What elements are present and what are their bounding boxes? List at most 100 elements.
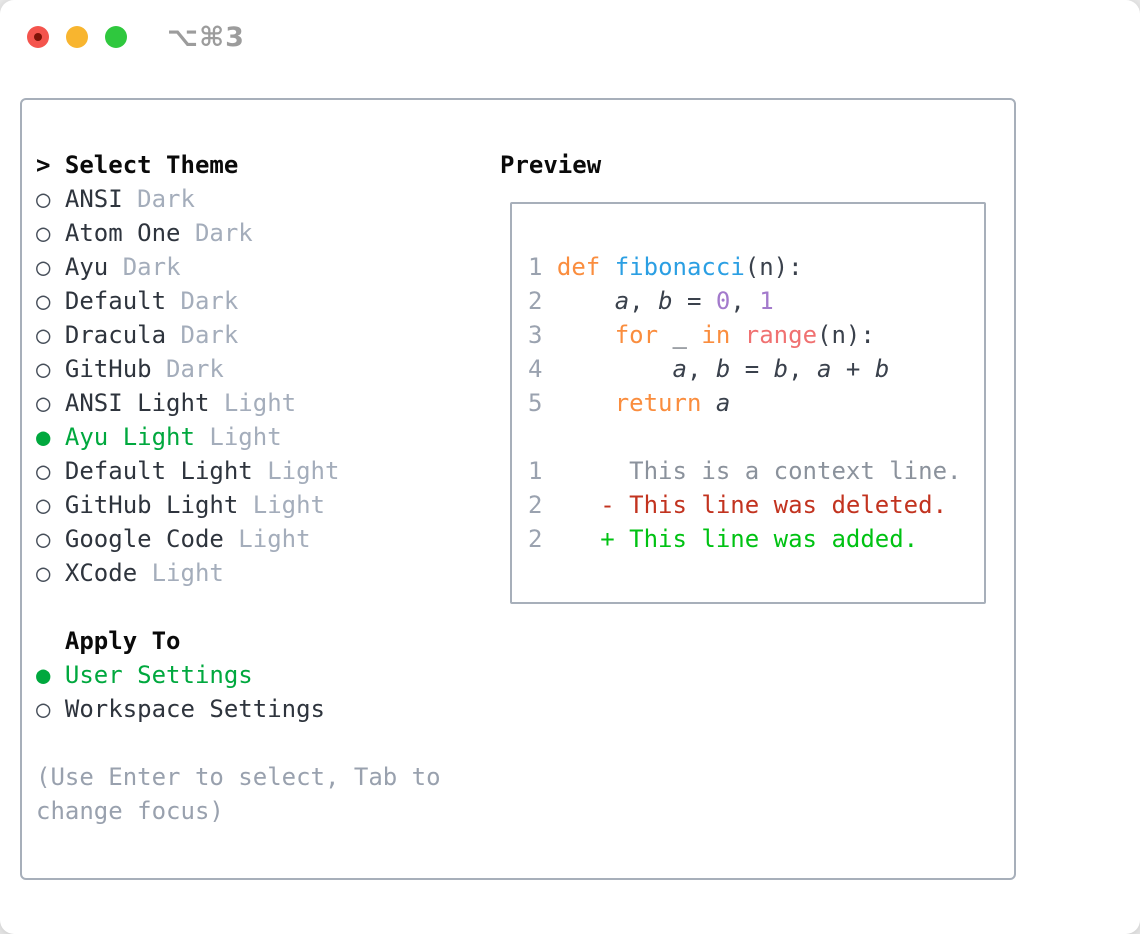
radio-selected-icon[interactable]: ●: [36, 661, 65, 689]
close-button[interactable]: [27, 26, 49, 48]
theme-item[interactable]: ○ Ayu Dark: [36, 250, 339, 284]
code-token: [542, 253, 556, 281]
apply-to-option-label: Workspace Settings: [64, 695, 325, 723]
code-token: in: [701, 321, 731, 349]
apply-to-title: Apply To: [36, 627, 181, 655]
theme-item[interactable]: ● Ayu Light Light: [36, 420, 339, 454]
radio-unselected-icon[interactable]: ○: [36, 457, 65, 485]
line-number: 3: [528, 321, 543, 349]
theme-mode-badge: Dark: [166, 287, 239, 315]
code-token: fibonacci: [614, 253, 745, 281]
radio-unselected-icon[interactable]: ○: [36, 185, 65, 213]
line-number: 1: [528, 253, 543, 281]
radio-unselected-icon[interactable]: ○: [36, 219, 65, 247]
code-token: a: [672, 355, 687, 383]
code-token: ,: [730, 287, 760, 315]
code-token: + This line was added.: [542, 525, 919, 553]
keyboard-hint: (Use Enter to select, Tab to change focu…: [36, 763, 441, 825]
code-token: =: [730, 355, 774, 383]
code-token: b: [715, 355, 731, 383]
radio-selected-icon[interactable]: ●: [36, 423, 65, 451]
preview-header: Preview: [500, 151, 602, 179]
title-bar: ⌥⌘3: [0, 0, 1140, 74]
code-token: (n):: [744, 253, 803, 281]
theme-item[interactable]: ○ Default Dark: [36, 284, 339, 318]
theme-item[interactable]: ○ GitHub Light Light: [36, 488, 339, 522]
radio-unselected-icon[interactable]: ○: [36, 287, 65, 315]
theme-name: Ayu: [64, 253, 109, 281]
code-token: _: [658, 321, 702, 349]
code-line: [528, 420, 984, 454]
select-theme-header: > Select Theme: [36, 148, 339, 182]
theme-mode-badge: Light: [209, 389, 297, 417]
minimize-button[interactable]: [66, 26, 88, 48]
radio-unselected-icon[interactable]: ○: [36, 355, 65, 383]
code-line: 5 return a: [528, 386, 984, 420]
theme-item[interactable]: ○ XCode Light: [36, 556, 339, 590]
code-token: (n):: [817, 321, 875, 349]
radio-unselected-icon[interactable]: ○: [36, 321, 65, 349]
line-number: 2: [528, 525, 543, 553]
code-line: 1 def fibonacci(n):: [528, 250, 984, 284]
theme-name: ANSI Light: [64, 389, 210, 417]
code-token: [730, 321, 744, 349]
select-theme-title: Select Theme: [64, 151, 239, 179]
theme-item[interactable]: ○ Default Light Light: [36, 454, 339, 488]
code-token: b: [773, 355, 789, 383]
theme-mode-badge: Light: [238, 491, 325, 519]
code-token: 0: [715, 287, 731, 315]
radio-unselected-icon[interactable]: ○: [36, 525, 65, 553]
theme-item[interactable]: ○ Google Code Light: [36, 522, 339, 556]
code-token: ,: [686, 355, 716, 383]
apply-to-option[interactable]: ○ Workspace Settings: [36, 692, 339, 726]
code-token: def: [556, 253, 601, 281]
line-number: 4: [528, 355, 543, 383]
code-line: 4 a, b = b, a + b: [528, 352, 984, 386]
theme-mode-badge: Dark: [180, 219, 253, 247]
theme-item[interactable]: ○ Dracula Dark: [36, 318, 339, 352]
radio-unselected-icon[interactable]: ○: [36, 253, 65, 281]
header-caret: >: [36, 151, 65, 179]
radio-unselected-icon[interactable]: ○: [36, 559, 65, 587]
theme-name: Atom One: [64, 219, 181, 247]
theme-item[interactable]: ○ GitHub Dark: [36, 352, 339, 386]
code-token: [542, 287, 614, 315]
code-token: [600, 253, 614, 281]
theme-mode-badge: Light: [252, 457, 340, 485]
radio-unselected-icon[interactable]: ○: [36, 695, 65, 723]
radio-unselected-icon[interactable]: ○: [36, 389, 65, 417]
code-token: range: [744, 321, 818, 349]
line-number: 5: [528, 389, 543, 417]
code-token: ,: [788, 355, 818, 383]
code-token: a: [715, 389, 731, 417]
code-token: b: [658, 287, 673, 315]
theme-mode-badge: Dark: [151, 355, 224, 383]
code-token: =: [672, 287, 716, 315]
radio-unselected-icon[interactable]: ○: [36, 491, 65, 519]
code-token: return: [614, 389, 702, 417]
theme-item[interactable]: ○ ANSI Dark: [36, 182, 339, 216]
code-line: 2 a, b = 0, 1: [528, 284, 984, 318]
apply-to-option[interactable]: ● User Settings: [36, 658, 339, 692]
code-token: This is a context line.: [542, 457, 962, 485]
line-number: 1: [528, 457, 543, 485]
theme-name: GitHub: [64, 355, 152, 383]
theme-name: Default: [64, 287, 167, 315]
theme-item[interactable]: ○ ANSI Light Light: [36, 386, 339, 420]
theme-name: XCode: [64, 559, 138, 587]
code-token: [701, 389, 715, 417]
theme-name: Dracula: [64, 321, 167, 349]
code-token: [542, 355, 672, 383]
line-number: 2: [528, 491, 543, 519]
theme-item[interactable]: ○ Atom One Dark: [36, 216, 339, 250]
theme-mode-badge: Dark: [122, 185, 195, 213]
theme-mode-badge: Light: [194, 423, 282, 451]
line-number: 2: [528, 287, 543, 315]
zoom-button[interactable]: [105, 26, 127, 48]
theme-name: GitHub Light: [64, 491, 239, 519]
code-token: a: [614, 287, 630, 315]
theme-mode-badge: Light: [137, 559, 224, 587]
code-token: 1: [759, 287, 774, 315]
